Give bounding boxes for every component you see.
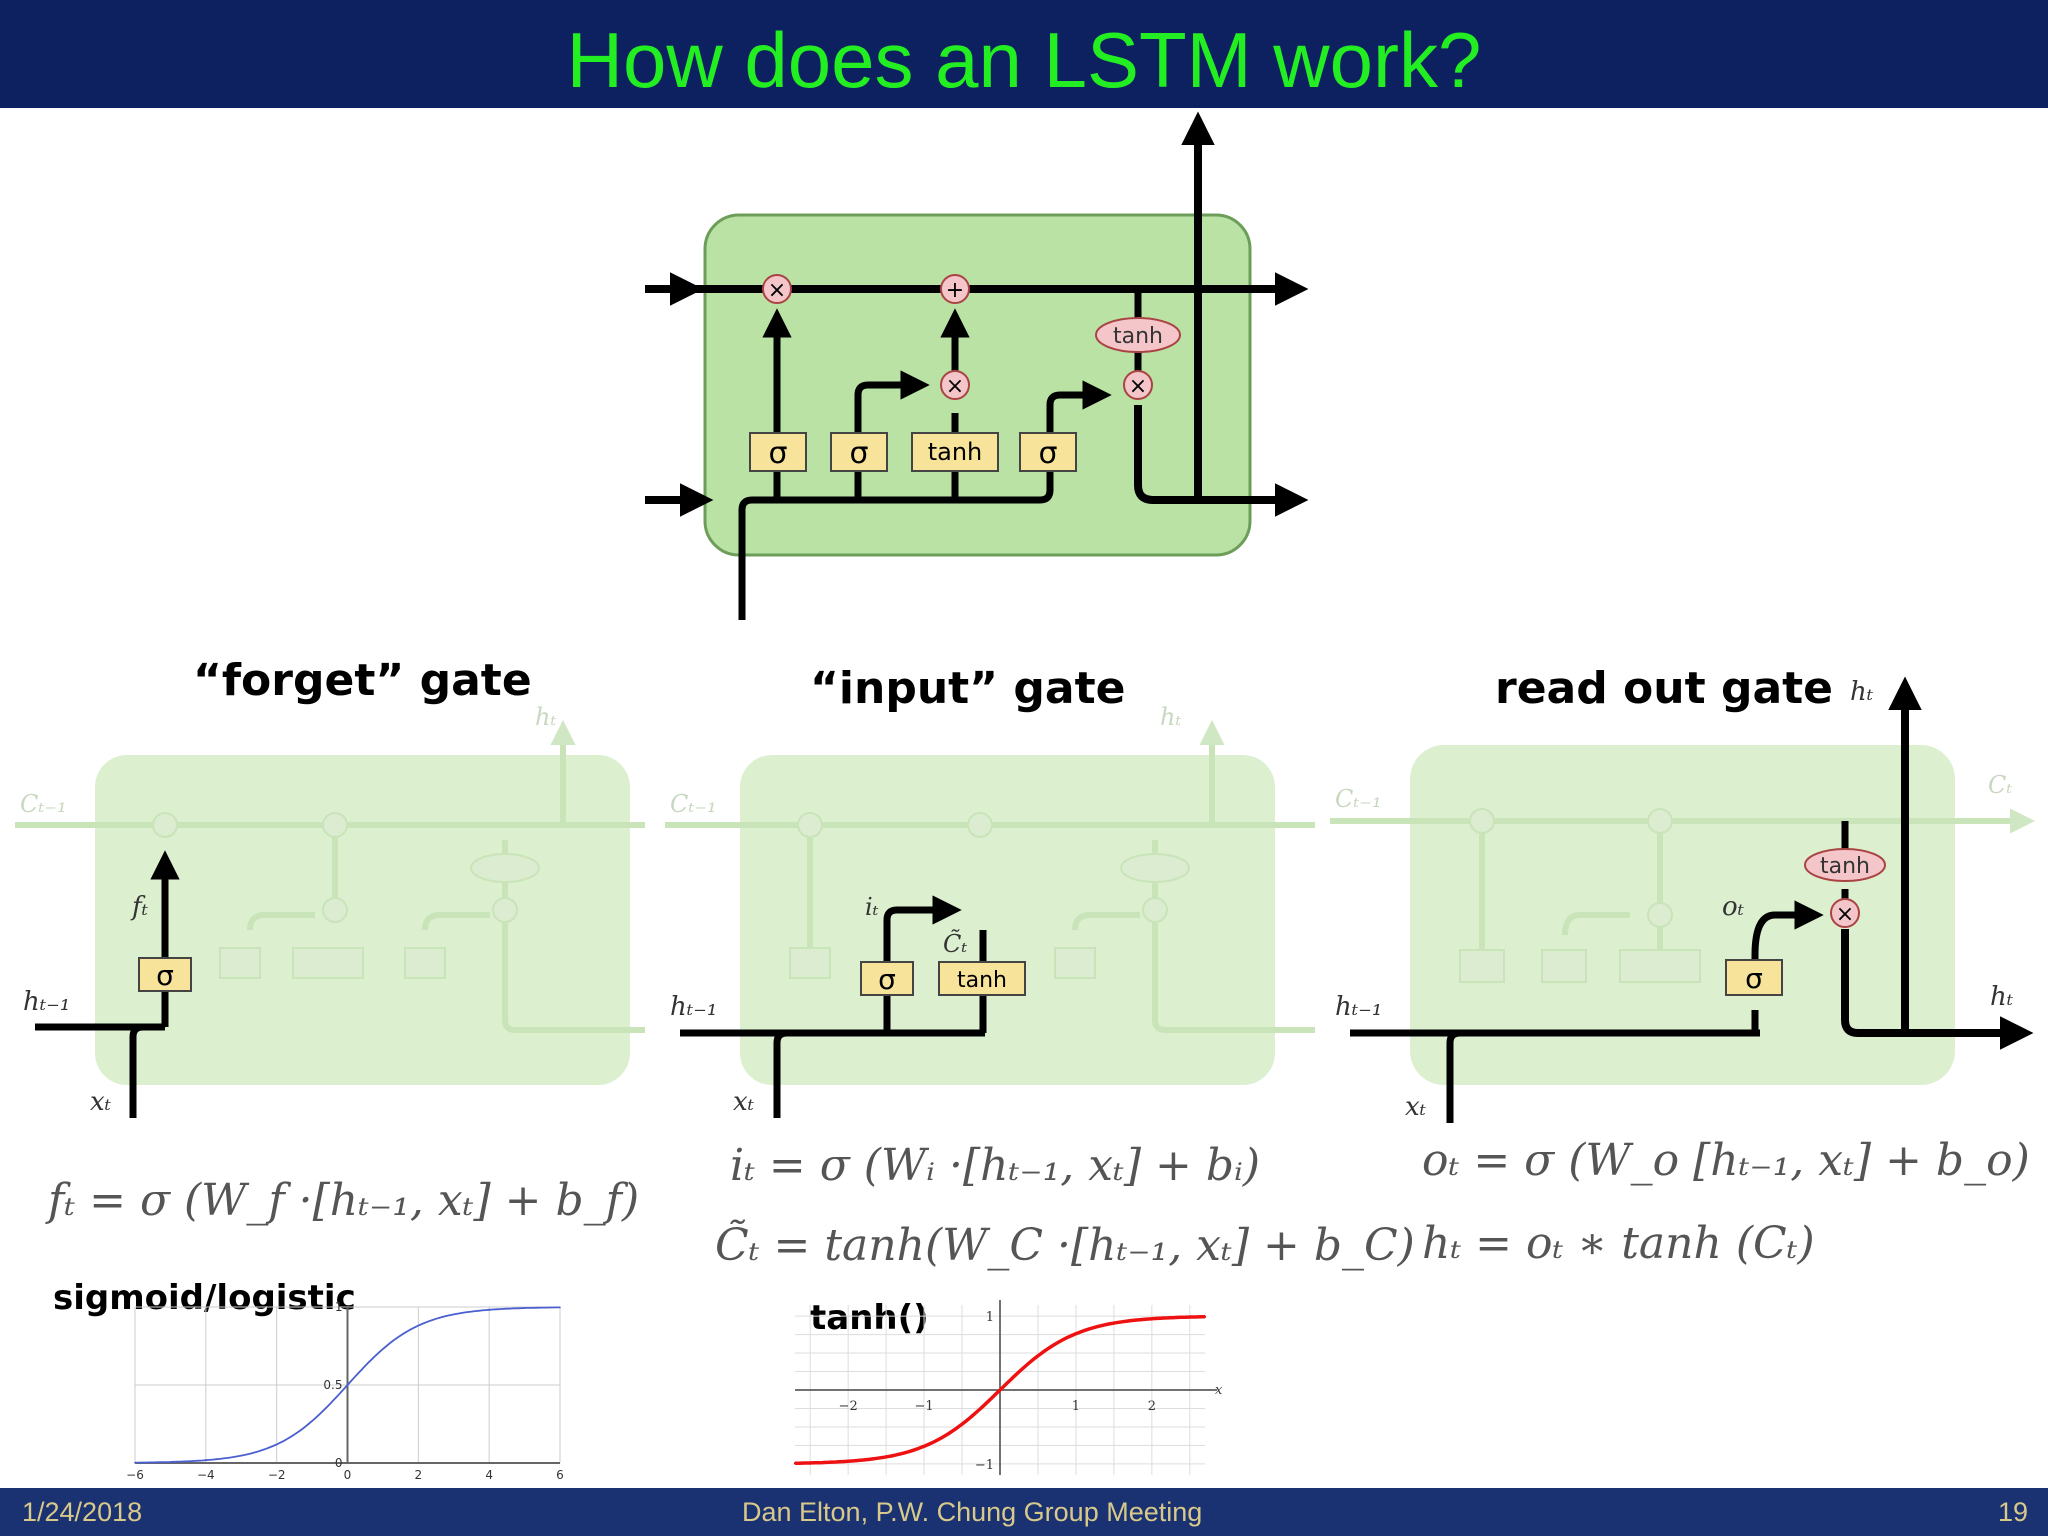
op-multiply-2: × bbox=[946, 374, 964, 399]
input-h-out-label: hₜ bbox=[1160, 703, 1181, 731]
readout-op-multiply: × bbox=[1836, 902, 1854, 927]
x-tick-label: −2 bbox=[268, 1468, 286, 1482]
x-tick-label: −4 bbox=[197, 1468, 215, 1482]
readout-o-label: oₜ bbox=[1722, 892, 1745, 922]
gate-sigma-2: σ bbox=[849, 436, 868, 471]
sigmoid-plot: −6 −4 −2 0 2 4 6 0 0.5 1 bbox=[126, 1300, 564, 1482]
data-point bbox=[452, 1313, 455, 1316]
x-tick-label: 2 bbox=[1148, 1399, 1156, 1414]
readout-sigma: σ bbox=[1745, 962, 1763, 995]
data-point bbox=[275, 1443, 278, 1446]
readout-equation-2: hₜ = oₜ ∗ tanh (Cₜ) bbox=[1422, 1218, 1815, 1269]
data-point bbox=[169, 1461, 172, 1463]
readout-gate-diagram: Cₜ₋₁ Cₜ σ tanh × oₜ hₜ hₜ hₜ₋₁ xₜ bbox=[1330, 676, 2036, 1123]
input-equation-2: C̃ₜ = tanh(W_C ·[hₜ₋₁, xₜ] + b_C) bbox=[715, 1220, 1415, 1271]
x-axis-label: x bbox=[1215, 1383, 1223, 1398]
forget-sigma: σ bbox=[156, 959, 174, 992]
input-tanh: tanh bbox=[957, 968, 1007, 993]
x-tick-label: −6 bbox=[126, 1468, 144, 1482]
readout-tanh-label: tanh bbox=[1820, 854, 1870, 879]
input-ctilde-label: C̃ₜ bbox=[943, 930, 967, 958]
data-point bbox=[205, 1459, 207, 1461]
forget-h-out-label: hₜ bbox=[535, 703, 556, 731]
gate-sigma-3: σ bbox=[1038, 436, 1057, 471]
readout-h-top-label: hₜ bbox=[1850, 677, 1874, 707]
readout-c-prev-label: Cₜ₋₁ bbox=[1335, 785, 1382, 813]
input-h-prev-label: hₜ₋₁ bbox=[670, 992, 717, 1022]
data-point bbox=[382, 1348, 384, 1350]
forget-gate-title: “forget” gate bbox=[193, 655, 532, 706]
readout-gate-title: read out gate bbox=[1495, 663, 1834, 714]
x-tick-label: 0 bbox=[344, 1468, 352, 1482]
y-tick-label: 0 bbox=[335, 1456, 343, 1470]
data-point bbox=[488, 1309, 490, 1311]
data-point bbox=[134, 1461, 136, 1464]
forget-gate-diagram: hₜ Cₜ₋₁ σ fₜ hₜ₋₁ xₜ bbox=[15, 703, 645, 1118]
input-sigma: σ bbox=[878, 963, 896, 996]
input-gate-title: “input” gate bbox=[810, 663, 1126, 714]
input-gate-diagram: Cₜ₋₁ hₜ σ tanh iₜ C̃ₜ hₜ₋₁ xₜ bbox=[665, 703, 1315, 1118]
data-point bbox=[1074, 1332, 1078, 1335]
data-point bbox=[998, 1388, 1002, 1392]
data-point bbox=[1036, 1354, 1040, 1358]
gate-sigma-1: σ bbox=[768, 436, 787, 471]
readout-c-out-label: Cₜ bbox=[1988, 771, 2012, 799]
slide-title: How does an LSTM work? bbox=[566, 16, 1482, 104]
gate-tanh: tanh bbox=[928, 438, 983, 466]
footer-bar: 1/24/2018 Dan Elton, P.W. Chung Group Me… bbox=[0, 1488, 2048, 1536]
forget-f-label: fₜ bbox=[130, 892, 149, 922]
data-point bbox=[1112, 1321, 1116, 1325]
sigmoid-plot-label: sigmoid/logistic bbox=[53, 1278, 356, 1318]
title-bar: How does an LSTM work? bbox=[0, 0, 2048, 108]
data-point bbox=[1203, 1315, 1207, 1318]
y-tick-label: 0.5 bbox=[323, 1378, 342, 1392]
x-tick-label: 6 bbox=[556, 1468, 564, 1482]
main-lstm-diagram: × + × × tanh σ σ tanh σ bbox=[645, 111, 1309, 620]
x-tick-label: −1 bbox=[914, 1399, 933, 1414]
forget-equation: fₜ = σ (W_f ·[hₜ₋₁, xₜ] + b_f) bbox=[48, 1175, 640, 1226]
data-point bbox=[793, 1462, 797, 1465]
data-point bbox=[1150, 1317, 1154, 1320]
footer-center: Dan Elton, P.W. Chung Group Meeting bbox=[742, 1497, 1203, 1527]
input-equation-1: iₜ = σ (Wᵢ ·[hₜ₋₁, xₜ] + bᵢ) bbox=[730, 1140, 1261, 1191]
data-point bbox=[922, 1445, 926, 1448]
y-tick-label: −1 bbox=[975, 1458, 994, 1473]
tanh-plot: −2 −1 1 2 1 −1 x bbox=[793, 1300, 1223, 1475]
footer-date: 1/24/2018 bbox=[22, 1497, 143, 1527]
readout-h-prev-label: hₜ₋₁ bbox=[1335, 992, 1382, 1022]
data-point bbox=[346, 1384, 349, 1386]
input-x-label: xₜ bbox=[733, 1087, 755, 1117]
x-tick-label: 2 bbox=[415, 1468, 423, 1482]
data-point bbox=[311, 1420, 313, 1422]
readout-equation-1: oₜ = σ (W_o [hₜ₋₁, xₜ] + b_o) bbox=[1422, 1135, 2030, 1186]
data-point bbox=[523, 1307, 526, 1309]
x-tick-label: 1 bbox=[1072, 1399, 1080, 1414]
data-point bbox=[240, 1454, 243, 1457]
x-tick-label: −2 bbox=[839, 1399, 858, 1414]
op-multiply-3: × bbox=[1129, 374, 1147, 399]
x-tick-label: 4 bbox=[485, 1468, 493, 1482]
forget-c-prev-label: Cₜ₋₁ bbox=[20, 790, 67, 818]
data-point bbox=[559, 1306, 561, 1309]
footer-page-number: 19 bbox=[1998, 1497, 2029, 1527]
readout-h-out-label: hₜ bbox=[1990, 982, 2014, 1012]
input-i-label: iₜ bbox=[865, 893, 879, 921]
y-tick-label: 1 bbox=[335, 1300, 343, 1314]
tanh-plot-label: tanh() bbox=[810, 1298, 929, 1338]
data-point bbox=[884, 1455, 888, 1459]
data-point bbox=[960, 1422, 964, 1426]
readout-x-label: xₜ bbox=[1405, 1092, 1427, 1122]
tanh-op-label: tanh bbox=[1113, 324, 1163, 349]
input-c-prev-label: Cₜ₋₁ bbox=[670, 790, 717, 818]
forget-x-label: xₜ bbox=[90, 1087, 112, 1117]
data-point bbox=[846, 1460, 850, 1463]
op-multiply-1: × bbox=[768, 278, 786, 303]
op-plus: + bbox=[946, 278, 964, 303]
data-point bbox=[417, 1324, 420, 1327]
y-tick-label: 1 bbox=[986, 1310, 994, 1325]
forget-h-prev-label: hₜ₋₁ bbox=[23, 987, 70, 1017]
